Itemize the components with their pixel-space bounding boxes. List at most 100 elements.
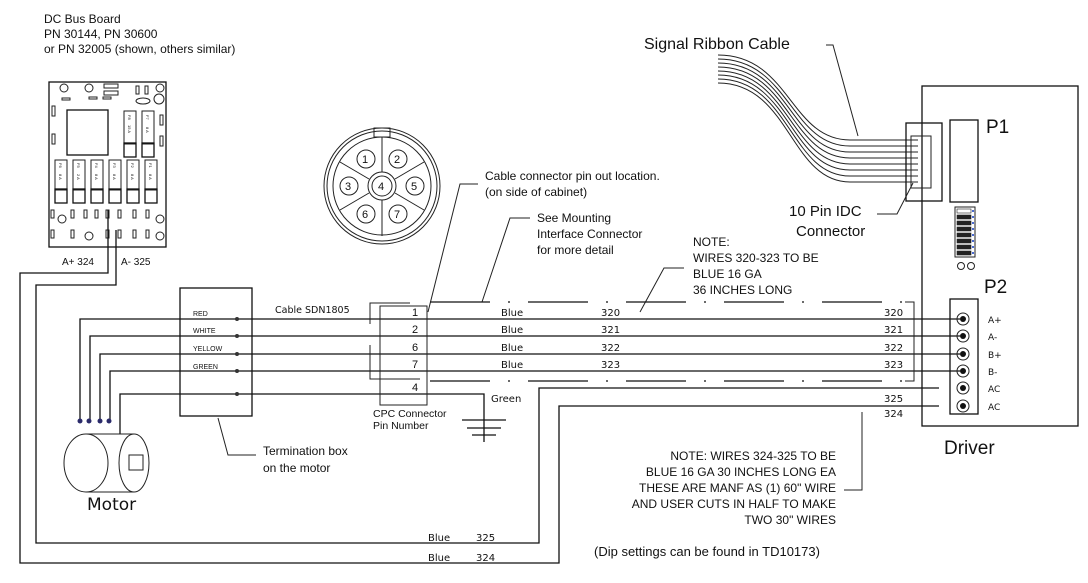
callout-leader [481, 217, 530, 303]
term-wire-label: YELLOW [193, 346, 223, 353]
cpc-pin-number-label: Pin Number [373, 420, 429, 432]
wire-color: Blue [501, 343, 523, 354]
callout-leader [844, 412, 863, 491]
p2-terminal-label: A- [988, 333, 997, 343]
svg-text:15 A: 15 A [127, 125, 132, 133]
wire-325 [35, 230, 939, 544]
wire-number: 323 [601, 360, 620, 371]
driver-label: Driver [944, 438, 995, 459]
note-320-323: WIRES 320-323 TO BE [693, 251, 819, 265]
fuse-f7: F7 8 A [141, 110, 155, 158]
term-wire-label: GREEN [193, 364, 218, 371]
callout-mounting: See Mounting [537, 211, 611, 225]
p2-terminal-block [949, 298, 979, 415]
p2-terminal[interactable]: A- [956, 329, 997, 343]
signal-ribbon-cable [717, 54, 918, 183]
cpc-pin: 2 [412, 324, 418, 336]
term-wire-label: RED [193, 311, 208, 318]
callout-cable-connector: Cable connector pin out location. [485, 169, 660, 183]
note-324-325: BLUE 16 GA 30 INCHES LONG EA [646, 465, 836, 479]
face-pin: 2 [394, 154, 400, 166]
p2-terminal-label: A+ [988, 316, 1002, 326]
driver-entry-number: 322 [884, 343, 903, 354]
face-pin: 3 [345, 181, 351, 193]
p2-terminal-label: AC [988, 403, 1000, 413]
p2-terminal[interactable]: B+ [956, 347, 1002, 361]
driver-entry-number: 325 [884, 394, 903, 405]
callout-mounting: for more detail [537, 243, 614, 257]
note-320-323: BLUE 16 GA [693, 267, 762, 281]
cpc-connector-face: 1 2 3 4 5 6 7 [323, 127, 441, 245]
note-320-323: 36 INCHES LONG [693, 283, 792, 297]
svg-text:F4: F4 [94, 163, 99, 168]
wire-number: 322 [601, 343, 620, 354]
face-pin: 7 [394, 209, 400, 221]
p2-label: P2 [984, 277, 1007, 298]
terminal-a-minus-label: A- 325 [121, 257, 151, 268]
fuse: F4 8 A [90, 159, 104, 204]
p2-terminal-label: B- [988, 368, 997, 378]
dc-bus-title-line: DC Bus Board [44, 12, 121, 26]
p2-terminal-label: AC [988, 385, 1000, 395]
cpc-pin-box [379, 305, 428, 406]
wire-color: Blue [501, 325, 523, 336]
svg-text:8 A: 8 A [112, 174, 117, 180]
fuse: F28 A [126, 159, 140, 204]
dc-bus-title-line: or PN 32005 (shown, others similar) [44, 42, 235, 56]
termination-box [179, 287, 253, 417]
driver-entry-number: 321 [884, 325, 903, 336]
p2-terminal[interactable]: B- [956, 364, 997, 378]
svg-text:8 A: 8 A [58, 174, 63, 180]
motor [63, 418, 150, 493]
termination-box-callout: Termination box [263, 444, 348, 458]
wire-color: Blue [501, 308, 523, 319]
p1-label: P1 [986, 117, 1009, 138]
note-324-325: AND USER CUTS IN HALF TO MAKE [632, 497, 836, 511]
callout-leader [639, 267, 684, 313]
wire-number: 321 [601, 325, 620, 336]
p2-terminal[interactable]: AC [956, 381, 1000, 395]
note-324-325: NOTE: WIRES 324-325 TO BE [670, 449, 836, 463]
term-wire-label: WHITE [193, 328, 216, 335]
face-pin: 4 [378, 181, 384, 193]
callout-mounting: Interface Connector [537, 227, 642, 241]
svg-text:F5: F5 [76, 163, 81, 168]
svg-text:8 A: 8 A [130, 174, 135, 180]
svg-text:F7: F7 [145, 115, 150, 120]
svg-text:8 A: 8 A [148, 174, 153, 180]
driver-entry-number: 324 [884, 409, 903, 420]
termination-box-callout: on the motor [263, 461, 330, 475]
wire-color: Blue [501, 360, 523, 371]
cpc-pin: 6 [412, 342, 418, 354]
note-324-325: THESE ARE MANF AS (1) 60" WIRE [639, 481, 836, 495]
wire-324 [19, 210, 939, 564]
terminal-a-plus-label: A+ 324 [62, 257, 94, 268]
return-wire-number: 325 [476, 533, 495, 544]
note-320-323: NOTE: [693, 235, 730, 249]
svg-text:F3: F3 [112, 163, 117, 168]
idc-connector[interactable] [905, 122, 943, 202]
cpc-pin-number-label: CPC Connector [373, 408, 447, 420]
note-324-325: TWO 30" WIRES [744, 513, 836, 527]
driver-box [921, 85, 1079, 427]
return-wire-color: Blue [428, 553, 450, 564]
dc-bus-board-title: DC Bus Board PN 30144, PN 30600 or PN 32… [44, 12, 235, 56]
idc-callout: Connector [796, 223, 865, 240]
p1-connector [949, 119, 979, 203]
cpc-pin: 7 [412, 359, 418, 371]
svg-text:F6: F6 [58, 163, 63, 168]
svg-text:8 A: 8 A [94, 174, 99, 180]
p2-terminal[interactable]: AC [956, 399, 1000, 413]
p2-terminal[interactable]: A+ [956, 312, 1002, 326]
cpc-pin: 4 [412, 382, 418, 394]
p2-terminal-label: B+ [988, 351, 1002, 361]
svg-text:F8: F8 [127, 115, 132, 120]
svg-text:F1: F1 [148, 163, 153, 168]
fuse: F6 8 A [54, 159, 68, 204]
dc-bus-title-line: PN 30144, PN 30600 [44, 27, 158, 41]
fuse: F3 8 A [108, 159, 122, 204]
svg-text:2 A: 2 A [76, 174, 81, 180]
face-pin: 1 [362, 154, 368, 166]
dip-switch[interactable] [954, 206, 976, 270]
